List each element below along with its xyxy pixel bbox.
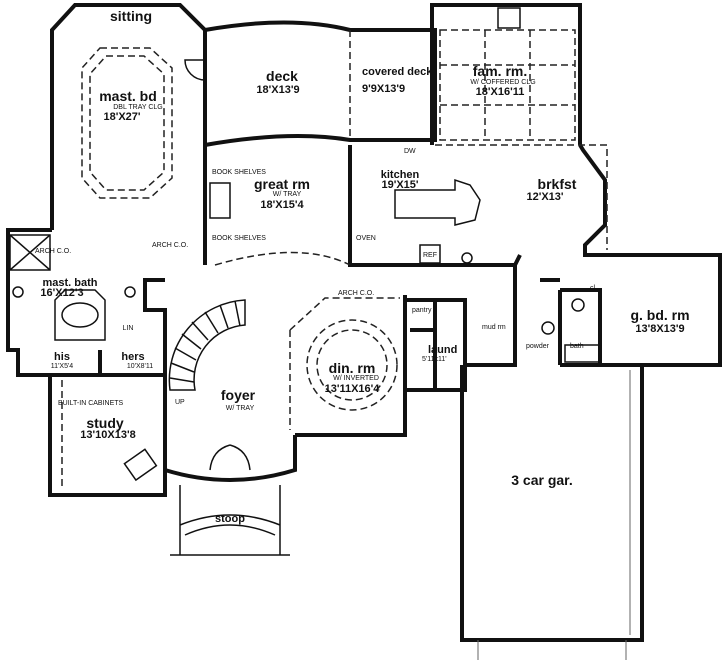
note-great-room: W/ TRAY xyxy=(273,191,302,198)
label-study: study xyxy=(86,415,124,431)
deck-outline xyxy=(204,20,437,147)
label-covered-deck: covered deck xyxy=(362,66,433,78)
label-master-bath: mast. bath xyxy=(42,277,97,289)
dims-great-room: 18'X15'4 xyxy=(260,199,304,211)
dims-breakfast: 12'X13' xyxy=(526,191,563,203)
dims-guest-bedroom: 13'8X13'9 xyxy=(635,323,684,335)
label-deck: deck xyxy=(266,68,298,84)
breakfast-dashed xyxy=(435,144,608,250)
sink-right xyxy=(124,286,136,298)
great-room-tray xyxy=(214,251,351,266)
sink xyxy=(461,252,473,264)
annotation-arch-co-3: ARCH C.O. xyxy=(338,290,374,297)
stair-treads xyxy=(169,300,241,383)
dims-covered-deck: 9'9X13'9 xyxy=(362,83,405,95)
shower xyxy=(9,234,51,271)
dims-hers: 10'X8'11 xyxy=(127,363,153,370)
master-bath-walls xyxy=(6,228,167,377)
label-great-room: great rm xyxy=(254,176,310,192)
label-laundry: laund xyxy=(428,344,457,356)
dims-master-bed: 18'X27' xyxy=(103,111,140,123)
fireplace-great-room xyxy=(209,182,231,219)
dims-his: 11'X5'4 xyxy=(51,363,74,370)
tub-basin xyxy=(61,302,99,328)
label-foyer: foyer xyxy=(221,387,256,403)
label-master-bed: mast. bd xyxy=(99,88,157,104)
dims-laundry: 5'11x11' xyxy=(422,356,447,363)
bath-sink xyxy=(571,298,585,312)
master-suite-walls xyxy=(50,3,207,230)
dims-deck: 18'X13'9 xyxy=(256,84,299,96)
study-desk xyxy=(123,448,158,482)
label-family-room: fam. rm. xyxy=(473,63,527,79)
sink-left xyxy=(12,286,24,298)
dims-study: 13'10X13'8 xyxy=(80,429,135,441)
annotation-arch-co-2: ARCH C.O. xyxy=(152,242,188,249)
note-master-bed: DBL TRAY CLG xyxy=(113,104,163,111)
label-pantry: pantry xyxy=(412,307,432,314)
annotation-book-shelves-1: BOOK SHELVES xyxy=(212,169,266,176)
label-powder: powder xyxy=(526,343,550,350)
note-dining: W/ INVERTED xyxy=(333,375,379,382)
note-foyer: W/ TRAY xyxy=(226,405,255,412)
guest-bath-walls xyxy=(560,288,602,365)
dining-ceiling-outer xyxy=(306,319,398,411)
label-garage: 3 car gar. xyxy=(511,472,573,488)
family-room-walls xyxy=(430,3,582,145)
label-kitchen: kitchen xyxy=(381,169,420,181)
label-linen: LIN xyxy=(123,325,134,332)
dining-ceiling-inner xyxy=(316,329,388,401)
stoop-arc xyxy=(184,524,276,536)
label-closet: cl xyxy=(590,285,596,292)
label-stoop: stoop xyxy=(215,513,245,525)
annotation-oven: OVEN xyxy=(356,235,376,242)
master-tray-ceiling xyxy=(81,47,173,199)
note-family-room: W/ COFFERED CLG xyxy=(470,79,535,86)
label-sitting: sitting xyxy=(110,8,152,24)
breakfast-bay-walls xyxy=(560,143,722,367)
annotation-dw: DW xyxy=(404,148,416,155)
annotation-up: UP xyxy=(175,399,185,406)
curved-stair xyxy=(168,299,246,391)
label-his: his xyxy=(54,351,70,363)
bathtub xyxy=(54,289,106,341)
garage-walls xyxy=(460,363,644,642)
shower-x2 xyxy=(9,234,51,271)
annotation-ref: REF xyxy=(423,252,437,259)
dims-family-room: 18'X16'11 xyxy=(476,86,525,98)
annotation-cabinets: BUILT-IN CABINETS xyxy=(58,400,124,407)
annotation-arch-co-1: ARCH C.O. xyxy=(35,248,71,255)
foyer-walls xyxy=(164,435,297,482)
label-bath: bath xyxy=(570,343,584,350)
dining-walls xyxy=(295,295,407,437)
kitchen-walls xyxy=(348,145,522,267)
fireplace xyxy=(497,7,521,29)
label-guest-bedroom: g. bd. rm xyxy=(630,307,689,323)
powder-toilet xyxy=(541,321,555,335)
master-tray-ceiling-inner xyxy=(89,55,165,191)
study-walls xyxy=(48,375,167,497)
annotation-book-shelves-2: BOOK SHELVES xyxy=(212,235,266,242)
stoop-steps xyxy=(170,485,290,556)
mud-powder-walls xyxy=(465,265,562,367)
coffered-ceiling xyxy=(439,29,576,141)
dining-arch xyxy=(289,297,400,430)
refrigerator xyxy=(419,244,441,264)
dims-master-bath: 16'X12'3 xyxy=(40,287,83,299)
master-door xyxy=(184,59,206,81)
front-door xyxy=(209,444,251,471)
label-mud-room: mud rm xyxy=(482,324,506,331)
dims-kitchen: 19'X15' xyxy=(381,179,418,191)
utility-walls xyxy=(405,298,467,392)
dims-dining: 13'11X16'4 xyxy=(325,383,381,395)
label-hers: hers xyxy=(121,351,144,363)
kitchen-island xyxy=(394,178,481,226)
label-breakfast: brkfst xyxy=(538,176,577,192)
label-dining: din. rm xyxy=(329,360,376,376)
